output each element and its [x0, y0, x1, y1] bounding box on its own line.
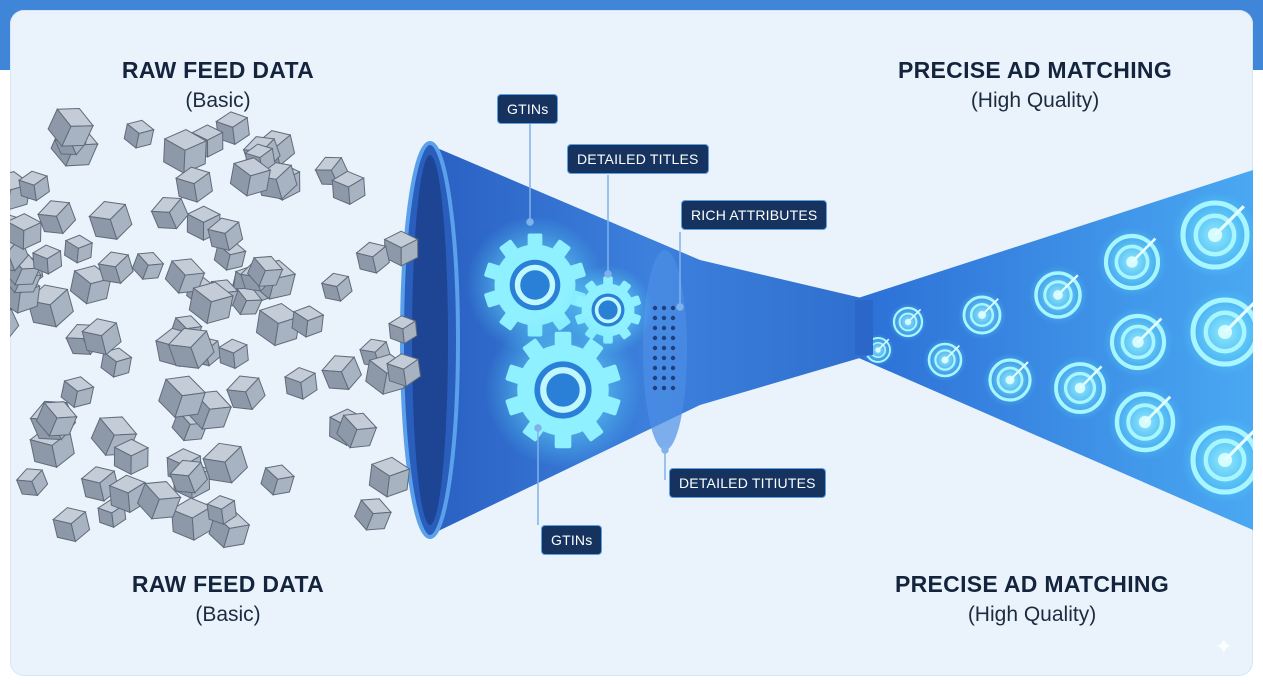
tag-gtins-bottom: GTINs	[541, 525, 602, 555]
tag-detailed-titiutes: DETAILED TITIUTES	[669, 468, 826, 498]
target-icon	[1103, 307, 1173, 377]
tag-gtins-top: GTINs	[497, 94, 558, 124]
cube-icon	[64, 234, 93, 264]
cubes-group	[10, 100, 422, 552]
cube-icon	[319, 349, 365, 396]
cube-icon	[352, 493, 395, 536]
cube-icon	[259, 461, 296, 499]
tag-detailed-titles: DETAILED TITLES	[567, 144, 709, 174]
target-icon	[983, 353, 1037, 407]
right-bottom-title: PRECISE AD MATCHING	[852, 570, 1212, 598]
cube-icon	[218, 338, 249, 370]
cube-icon	[35, 195, 78, 239]
cube-icon	[368, 455, 411, 499]
cube-icon	[130, 248, 166, 285]
tag-rich-attributes: RICH ATTRIBUTES	[681, 200, 827, 230]
target-icon	[1107, 384, 1183, 460]
target-icon	[958, 291, 1007, 340]
filter-dots	[653, 306, 675, 390]
funnel-nozzle	[855, 300, 873, 355]
left-bottom-subtitle: (Basic)	[78, 602, 378, 628]
right-bottom-subtitle: (High Quality)	[852, 602, 1212, 628]
target-icon	[923, 338, 966, 381]
infographic-panel: RAW FEED DATA (Basic) RAW FEED DATA (Bas…	[10, 10, 1253, 676]
right-top-subtitle: (High Quality)	[855, 88, 1215, 114]
left-bottom-title: RAW FEED DATA	[78, 570, 378, 598]
cube-icon	[14, 464, 50, 501]
gear-icon	[485, 312, 641, 468]
left-top-subtitle: (Basic)	[68, 88, 368, 114]
cube-icon	[284, 366, 318, 401]
funnel-opening	[412, 155, 448, 525]
cube-icon	[10, 213, 41, 250]
cube-icon	[123, 117, 155, 150]
left-top-title: RAW FEED DATA	[68, 56, 368, 84]
cube-icon	[86, 196, 135, 246]
right-top-title: PRECISE AD MATCHING	[855, 56, 1215, 84]
target-icon	[889, 303, 927, 341]
cube-icon	[320, 270, 354, 305]
sparkle-icon: ✦	[1215, 634, 1233, 660]
target-icon	[1048, 356, 1113, 421]
target-icon	[1097, 227, 1167, 297]
cube-icon	[51, 504, 91, 546]
target-icon	[1028, 265, 1087, 324]
